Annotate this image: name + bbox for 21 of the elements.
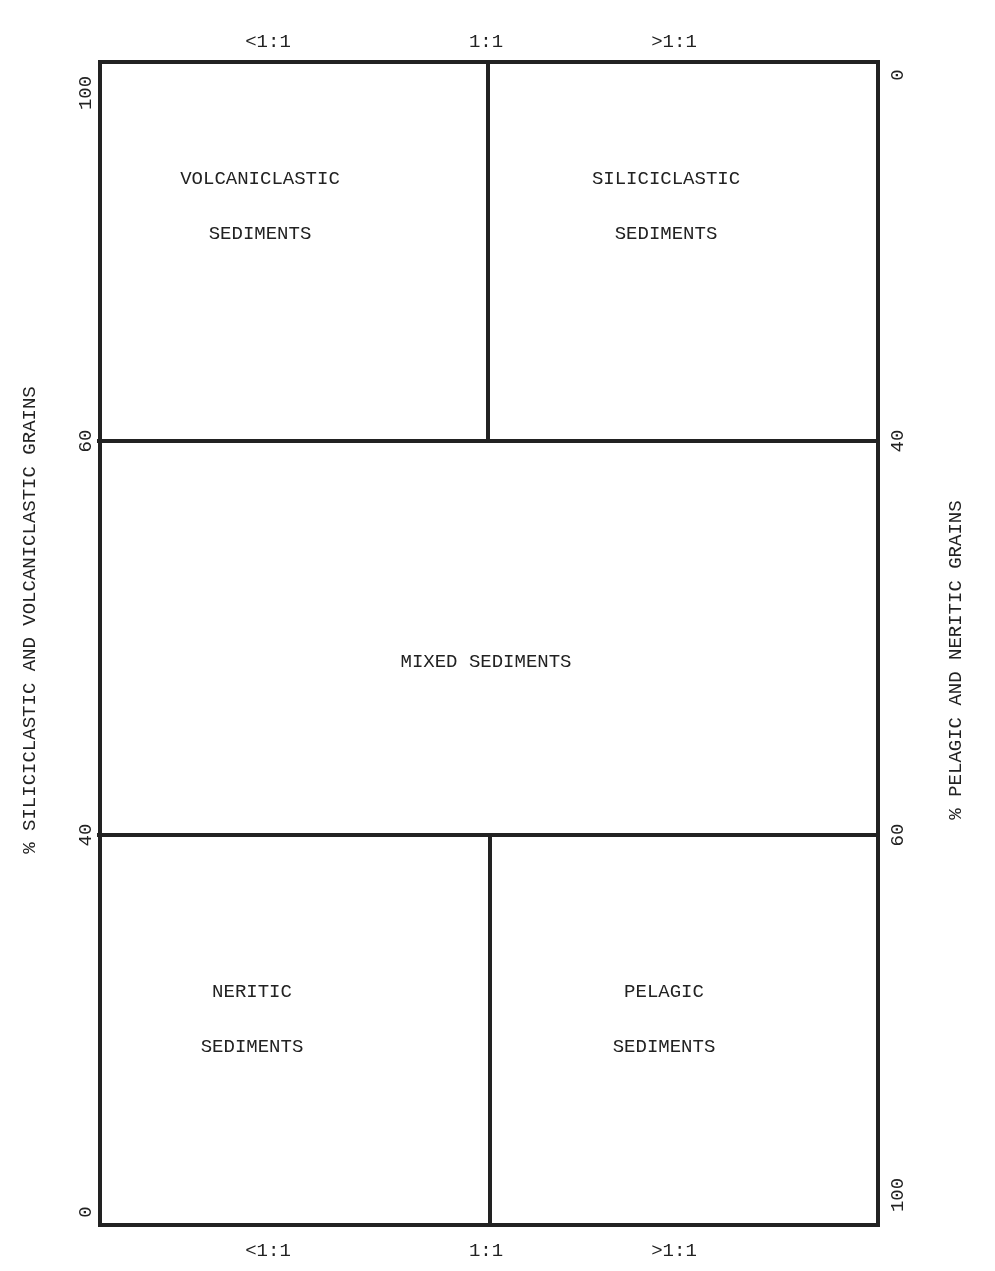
axis-title: % PELAGIC AND NERITIC GRAINS bbox=[945, 500, 967, 820]
region-label: PELAGIC SEDIMENTS bbox=[612, 965, 716, 1075]
axis-tick-label: <1:1 bbox=[245, 1240, 291, 1262]
axis-tick-label: 1:1 bbox=[468, 1240, 504, 1262]
axis-tick-label: >1:1 bbox=[651, 1240, 697, 1262]
axis-tick-label: 0 bbox=[887, 69, 909, 81]
axis-title: % SILICICLASTIC AND VOLCANICLASTIC GRAINS bbox=[19, 386, 41, 854]
axis-tick-label: 1:1 bbox=[468, 31, 504, 53]
axis-tick-label: 40 bbox=[887, 429, 909, 453]
region-label: VOLCANICLASTIC SEDIMENTS bbox=[180, 152, 340, 262]
axis-tick-label: 40 bbox=[75, 823, 97, 847]
region-label: MIXED SEDIMENTS bbox=[400, 634, 572, 690]
axis-tick-label: 60 bbox=[887, 823, 909, 847]
region-label: NERITIC SEDIMENTS bbox=[200, 965, 304, 1075]
axis-tick-label: >1:1 bbox=[651, 31, 697, 53]
axis-tick-label: 60 bbox=[75, 429, 97, 453]
region-label: SILICICLASTIC SEDIMENTS bbox=[591, 152, 741, 262]
axis-tick-label: 0 bbox=[75, 1206, 97, 1218]
axis-tick-label: 100 bbox=[75, 75, 97, 111]
axis-tick-label: 100 bbox=[887, 1177, 909, 1213]
axis-tick-label: <1:1 bbox=[245, 31, 291, 53]
